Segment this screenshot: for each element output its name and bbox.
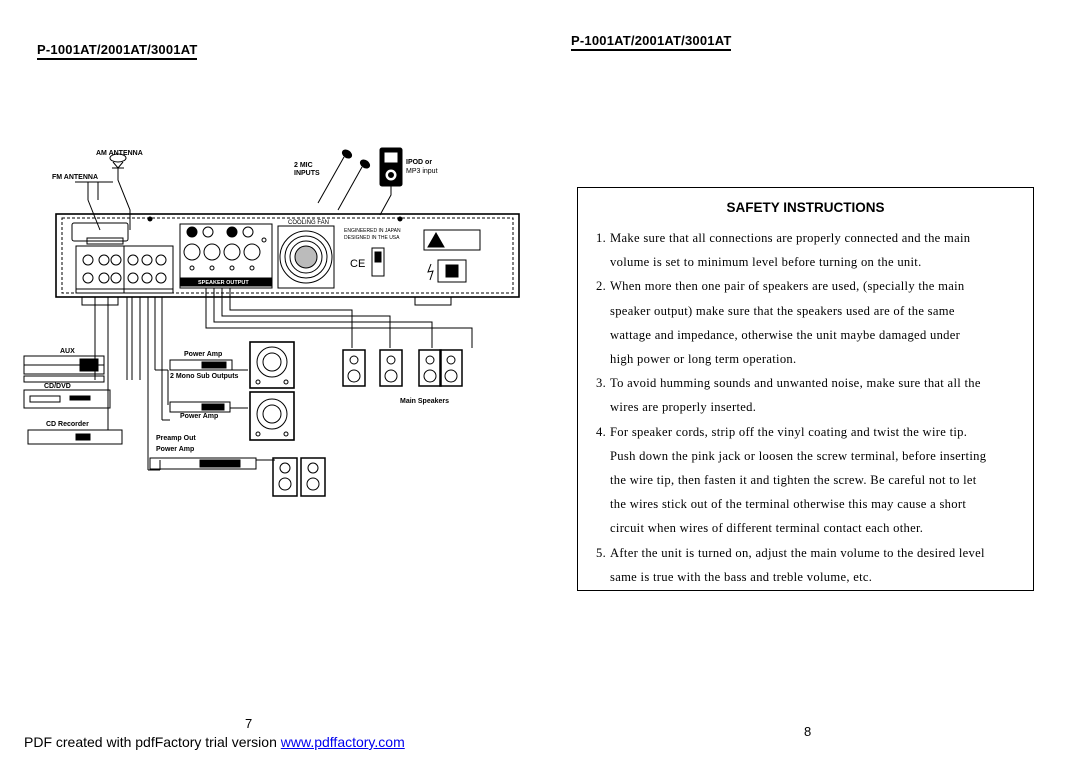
label-aux: AUX bbox=[60, 348, 75, 355]
safety-item-number: 1. bbox=[596, 231, 607, 245]
safety-item-line: Push down the pink jack or loosen the sc… bbox=[610, 448, 987, 463]
connection-diagram: AM ANTENNA FM ANTENNA 2 MIC INPUTS IPOD … bbox=[23, 147, 520, 497]
label-mic-line2: INPUTS bbox=[294, 170, 320, 177]
safety-item-line: volume is set to minimum level before tu… bbox=[610, 255, 922, 270]
label-cd-recorder: CD Recorder bbox=[46, 421, 89, 428]
safety-item-line: When more then one pair of speakers are … bbox=[610, 279, 965, 294]
safety-item: 1.Make sure that all connections are pro… bbox=[596, 226, 1023, 274]
safety-item-number: 5. bbox=[596, 545, 607, 560]
ipod-icon bbox=[379, 147, 403, 216]
microphone-icon bbox=[317, 149, 371, 211]
page-number-right: 8 bbox=[804, 724, 812, 739]
safety-item-line: wires are properly inserted. bbox=[610, 400, 757, 415]
label-power-amp-1: Power Amp bbox=[184, 351, 222, 358]
power-amp-icons bbox=[149, 359, 257, 470]
label-ipod-line2: MP3 input bbox=[406, 168, 438, 175]
label-power-amp-3: Power Amp bbox=[156, 446, 194, 453]
safety-item-number: 3. bbox=[596, 376, 607, 391]
safety-list: 1.Make sure that all connections are pro… bbox=[596, 226, 1023, 589]
footer-text: PDF created with pdfFactory trial versio… bbox=[24, 734, 281, 750]
model-title-right-text: P-1001AT/2001AT/3001AT bbox=[571, 33, 732, 48]
safety-item-line: same is true with the bass and treble vo… bbox=[610, 569, 873, 584]
main-speaker-icons bbox=[342, 349, 463, 387]
label-power-amp-2: Power Amp bbox=[180, 413, 218, 420]
model-title-left: P-1001AT/2001AT/3001AT bbox=[37, 42, 198, 60]
safety-item: 5.After the unit is turned on, adjust th… bbox=[596, 541, 1023, 589]
safety-instructions-box: SAFETY INSTRUCTIONS 1.Make sure that all… bbox=[577, 187, 1034, 591]
safety-item-line: Make sure that all connections are prope… bbox=[610, 231, 971, 245]
label-ipod-line1: IPOD or bbox=[406, 159, 432, 166]
label-speaker-output: SPEAKER OUTPUT bbox=[198, 280, 249, 286]
safety-item-line: circuit when wires of different terminal… bbox=[610, 521, 924, 536]
safety-item: 2.When more then one pair of speakers ar… bbox=[596, 274, 1023, 371]
page-number-left: 7 bbox=[245, 716, 253, 731]
footer-link[interactable]: www.pdffactory.com bbox=[280, 734, 405, 750]
safety-item: 4.For speaker cords, strip off the vinyl… bbox=[596, 420, 1023, 541]
source-devices bbox=[23, 355, 123, 445]
label-cd-dvd: CD/DVD bbox=[44, 383, 71, 390]
safety-item: 3.To avoid humming sounds and unwanted n… bbox=[596, 371, 1023, 419]
label-designed: DESIGNED IN THE USA bbox=[344, 235, 400, 241]
ce-mark: CE bbox=[350, 258, 365, 270]
safety-item-number: 4. bbox=[596, 424, 607, 439]
safety-item-line: the wires stick out of the terminal othe… bbox=[610, 497, 967, 512]
fm-antenna-icon bbox=[75, 181, 113, 231]
label-fm-antenna: FM ANTENNA bbox=[52, 174, 98, 181]
label-am-antenna: AM ANTENNA bbox=[96, 150, 143, 157]
model-title-right-underline bbox=[571, 49, 732, 51]
label-mono-sub-outputs: 2 Mono Sub Outputs bbox=[170, 373, 239, 380]
safety-item-number: 2. bbox=[596, 279, 607, 294]
model-title-left-underline bbox=[37, 58, 198, 60]
safety-item-line: the wire tip, then fasten it and tighten… bbox=[610, 473, 977, 488]
safety-item-line: speaker output) make sure that the speak… bbox=[610, 303, 955, 318]
label-engineered: ENGINEERED IN JAPAN bbox=[344, 228, 401, 234]
label-main-speakers: Main Speakers bbox=[400, 398, 449, 405]
pdf-footer: PDF created with pdfFactory trial versio… bbox=[24, 734, 405, 750]
amplifier-rear-panel bbox=[55, 213, 520, 306]
safety-item-line: high power or long term operation. bbox=[610, 352, 797, 367]
am-antenna-icon bbox=[109, 153, 131, 230]
safety-item-line: To avoid humming sounds and unwanted noi… bbox=[610, 376, 981, 391]
safety-item-line: For speaker cords, strip off the vinyl c… bbox=[610, 424, 968, 439]
label-cooling-fan: COOLING FAN bbox=[288, 220, 329, 226]
connection-wires bbox=[94, 288, 473, 471]
extra-speaker-icons bbox=[272, 457, 326, 497]
label-mic-line1: 2 MIC bbox=[294, 162, 313, 169]
safety-item-line: wattage and impedance, otherwise the uni… bbox=[610, 327, 961, 342]
safety-item-line: After the unit is turned on, adjust the … bbox=[610, 545, 985, 560]
model-title-right: P-1001AT/2001AT/3001AT bbox=[571, 33, 732, 51]
safety-title: SAFETY INSTRUCTIONS bbox=[726, 200, 885, 215]
model-title-left-text: P-1001AT/2001AT/3001AT bbox=[37, 42, 198, 57]
subwoofer-icons bbox=[249, 341, 295, 441]
label-preamp-out: Preamp Out bbox=[156, 435, 196, 442]
